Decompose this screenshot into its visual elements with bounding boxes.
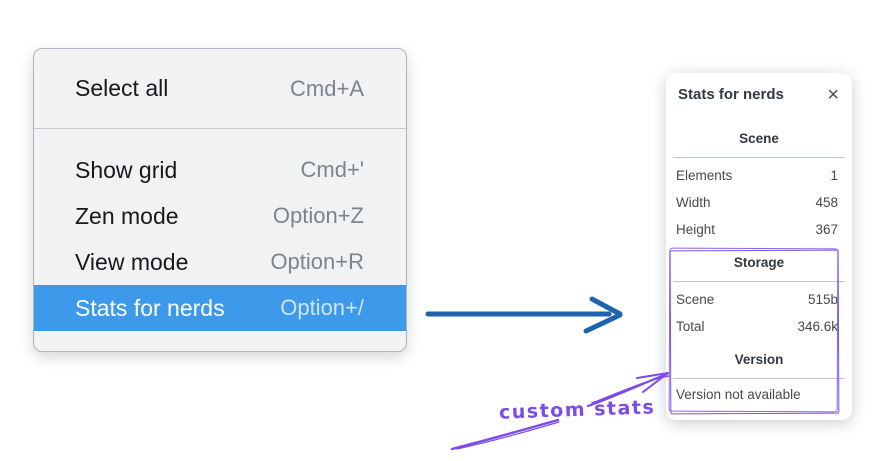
menu-item-shortcut: Option+/ — [280, 295, 364, 320]
menu-item-label: View mode — [75, 248, 189, 275]
section-header: Scene — [739, 131, 779, 146]
stat-label: Total — [676, 319, 705, 334]
stat-value: 515b — [807, 292, 838, 307]
menu-item-shortcut: Option+Z — [272, 203, 364, 228]
section-version: Version Version not available — [666, 350, 852, 405]
menu-item-label: Show grid — [75, 156, 178, 183]
section-storage: Storage Scene 515b Total 346.6k — [666, 253, 852, 340]
stat-label: Width — [676, 195, 711, 210]
arrow-right-icon — [425, 296, 623, 334]
version-note: Version not available — [676, 387, 801, 402]
stat-value: 1 — [830, 168, 838, 183]
menu-item-zen-mode[interactable]: Zen mode Option+Z — [34, 193, 406, 239]
stat-value: 367 — [815, 222, 838, 237]
close-icon[interactable]: × — [827, 84, 839, 106]
stat-row-total-size: Total 346.6k — [676, 313, 838, 340]
stats-panel-header: Stats for nerds × — [666, 73, 852, 105]
menu-group: Show grid Cmd+' Zen mode Option+Z View m… — [34, 129, 406, 331]
menu-item-label: Select all — [75, 75, 169, 101]
section-rows: Scene 515b Total 346.6k — [666, 286, 852, 340]
stats-panel-title: Stats for nerds — [678, 86, 784, 103]
stat-value: 346.6k — [797, 319, 838, 334]
section-divider — [673, 281, 845, 282]
annotation-arrow-icon — [450, 372, 670, 451]
menu-item-shortcut: Cmd+A — [290, 75, 364, 101]
section-divider — [673, 378, 845, 379]
stat-label: Elements — [676, 168, 733, 183]
stat-label: Scene — [676, 292, 715, 307]
section-divider — [673, 157, 845, 158]
stats-panel: Stats for nerds × Scene Elements 1 Width… — [666, 73, 852, 420]
context-menu: Select all Cmd+A Show grid Cmd+' Zen mod… — [33, 48, 407, 352]
stat-row-scene-size: Scene 515b — [676, 286, 838, 313]
section-header: Storage — [733, 255, 785, 270]
menu-item-shortcut: Option+R — [270, 249, 364, 274]
section-header: Version — [734, 352, 784, 367]
menu-item-show-grid[interactable]: Show grid Cmd+' — [34, 147, 406, 193]
section-rows: Elements 1 Width 458 Height 367 — [666, 162, 852, 243]
menu-divider — [34, 128, 406, 129]
stat-label: Height — [676, 222, 716, 237]
menu-item-view-mode[interactable]: View mode Option+R — [34, 239, 406, 285]
menu-item-select-all[interactable]: Select all Cmd+A — [34, 49, 406, 128]
menu-item-shortcut: Cmd+' — [300, 157, 365, 182]
menu-item-stats-for-nerds[interactable]: Stats for nerds Option+/ — [34, 285, 406, 331]
menu-item-label: Stats for nerds — [75, 294, 225, 321]
stat-value: 458 — [815, 195, 838, 210]
stat-row-width: Width 458 — [676, 189, 838, 216]
stat-row-elements: Elements 1 — [676, 162, 838, 189]
section-scene: Scene Elements 1 Width 458 Height 367 — [666, 129, 852, 243]
stat-row-height: Height 367 — [676, 216, 838, 243]
menu-item-label: Zen mode — [75, 202, 179, 229]
